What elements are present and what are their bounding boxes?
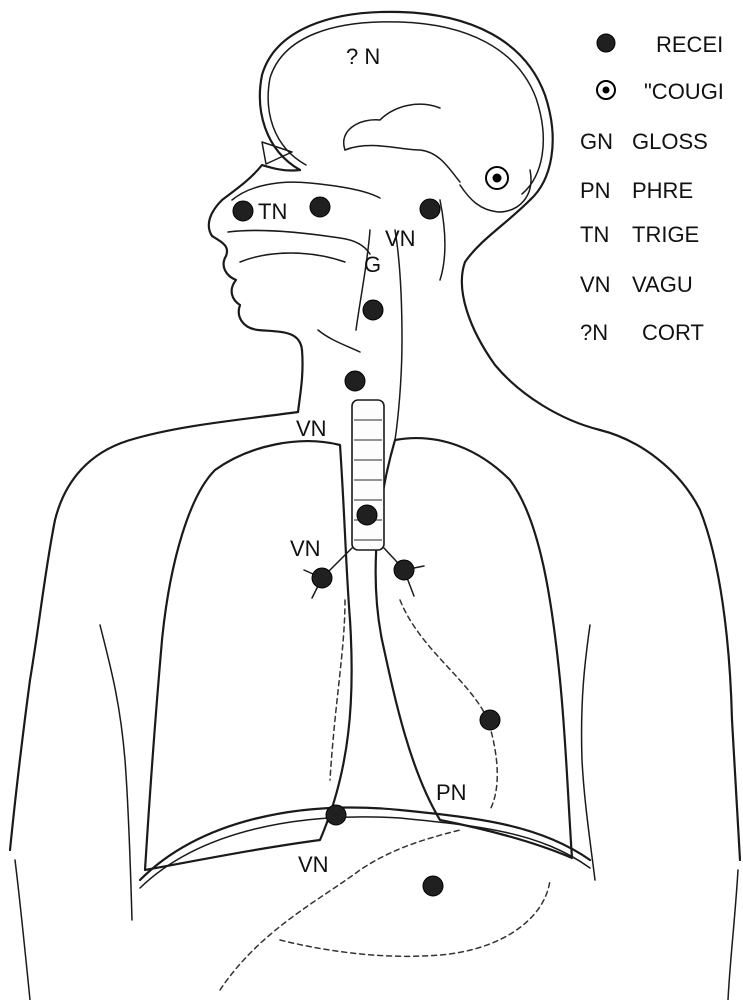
label-phrenic: PN (436, 780, 467, 805)
legend-abbr-tn: TN (580, 222, 609, 247)
label-vagus-carina: VN (290, 536, 321, 561)
legend-name-gn: GLOSS (632, 129, 708, 154)
legend-abbr-pn: PN (580, 178, 611, 203)
label-glossopharyngeal: G (364, 252, 381, 277)
legend-name-cortex: CORT (642, 320, 704, 345)
receptor-pharynx (363, 300, 383, 320)
legend-abbr-vn: VN (580, 272, 611, 297)
label-cortex: ? N (346, 44, 380, 69)
legend-name-pn: PHRE (632, 178, 693, 203)
receptor-right-bronchus (312, 568, 332, 588)
legend-name-tn: TRIGE (632, 222, 699, 247)
legend: RECEI "COUGI GN GLOSS PN PHRE TN TRIGE V… (580, 32, 724, 345)
legend-receptor-text: RECEI (656, 32, 723, 57)
legend-abbr-cortex: ?N (580, 320, 608, 345)
label-vagus-larynx: VN (296, 416, 327, 441)
receptor-nasopharynx (420, 199, 440, 219)
receptor-larynx (345, 371, 365, 391)
receptor-pericardium (480, 710, 500, 730)
receptor-left-bronchus (394, 560, 414, 580)
label-vagus-abdomen: VN (298, 852, 329, 877)
label-trigeminal: TN (258, 199, 287, 224)
legend-cough-center-text: "COUGI (644, 79, 724, 104)
label-vagus-pharynx: VN (385, 226, 416, 251)
receptor-stomach (423, 876, 443, 896)
receptor-nose (233, 201, 253, 221)
receptor-nasal-cavity (310, 197, 330, 217)
receptor-diaphragm (326, 805, 346, 825)
cough-center-marker (486, 167, 508, 189)
diaphragm (140, 808, 590, 990)
legend-receptor-symbol (597, 34, 615, 52)
receptor-trachea (357, 505, 377, 525)
legend-cough-center-dot (603, 87, 610, 94)
legend-abbr-gn: GN (580, 129, 613, 154)
legend-name-vn: VAGU (632, 272, 693, 297)
